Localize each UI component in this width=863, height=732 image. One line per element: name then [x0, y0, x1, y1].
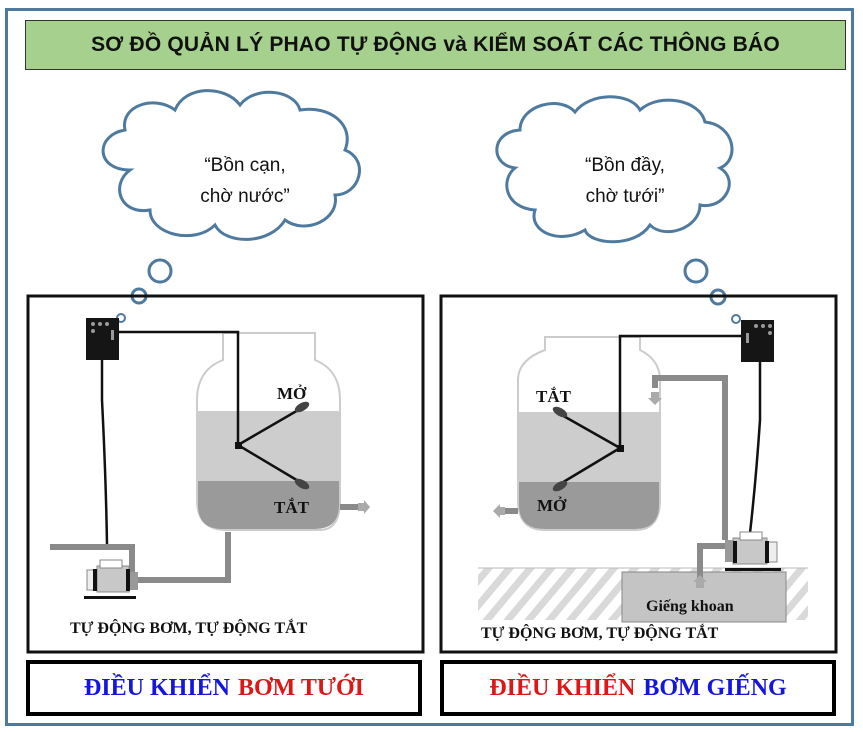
right-outlet-arrow	[493, 504, 505, 518]
control-left-part1: ĐIỀU KHIỂN	[83, 674, 230, 701]
left-pump	[84, 559, 138, 599]
left-outlet-arrow	[358, 500, 370, 514]
thought-bubble-left	[101, 89, 361, 241]
right-float-top	[552, 406, 568, 418]
left-float-bottom-label: TẮT	[274, 498, 309, 517]
bubble-left-line2: chờ nước”	[200, 186, 290, 207]
well-label: Giếng khoan	[646, 598, 734, 615]
bubble-dot-left-large	[147, 258, 173, 284]
bubble-dot-right-large	[683, 258, 709, 284]
thought-bubble-right	[495, 95, 734, 244]
right-pump-pipes	[505, 375, 728, 580]
left-caption: TỰ ĐỘNG BƠM, TỰ ĐỘNG TẮT	[70, 620, 308, 637]
right-pump	[725, 531, 781, 571]
bubble-left-line1: “Bồn cạn,	[204, 155, 286, 176]
control-label-irrigation-pump: ĐIỀU KHIỂN BƠM TƯỚI	[26, 660, 422, 716]
left-float-top-label: MỞ	[277, 384, 307, 403]
left-controller-box	[86, 318, 119, 360]
bubble-text-right: “Bồn đầy, chờ tưới”	[540, 150, 710, 212]
bubble-right-line2: chờ tưới”	[585, 186, 665, 207]
left-controller-lights	[91, 322, 114, 340]
control-right-part2: BƠM GIẾNG	[643, 674, 787, 701]
left-wiring	[100, 330, 301, 546]
page-title: SƠ ĐỒ QUẢN LÝ PHAO TỰ ĐỘNG và KIỂM SOÁT …	[25, 20, 846, 70]
right-panel-frame	[439, 294, 838, 654]
bubble-dot-right-small	[731, 314, 741, 324]
left-float-top	[294, 401, 310, 413]
right-controller-lights	[746, 324, 772, 343]
right-inlet-arrow	[648, 392, 662, 405]
well-up-arrow	[693, 575, 707, 588]
bubble-right-line1: “Bồn đầy,	[585, 155, 665, 176]
left-pump-pipes	[50, 504, 358, 583]
control-right-part1: ĐIỀU KHIỂN	[489, 674, 636, 701]
right-tank	[517, 336, 661, 531]
bubble-text-left: “Bồn cạn, chờ nước”	[160, 150, 330, 212]
control-label-well-pump: ĐIỀU KHIỂN BƠM GIẾNG	[440, 660, 836, 716]
right-float-top-label: TẮT	[536, 387, 571, 406]
right-float-bottom	[552, 480, 568, 492]
right-float-bottom-label: MỞ	[537, 496, 567, 515]
right-wiring	[559, 334, 762, 534]
left-panel-frame	[26, 294, 425, 654]
left-tank	[196, 332, 341, 531]
left-float-bottom	[294, 478, 310, 490]
control-left-part2: BƠM TƯỚI	[238, 674, 365, 701]
right-caption: TỰ ĐỘNG BƠM, TỰ ĐỘNG TẮT	[481, 625, 719, 642]
